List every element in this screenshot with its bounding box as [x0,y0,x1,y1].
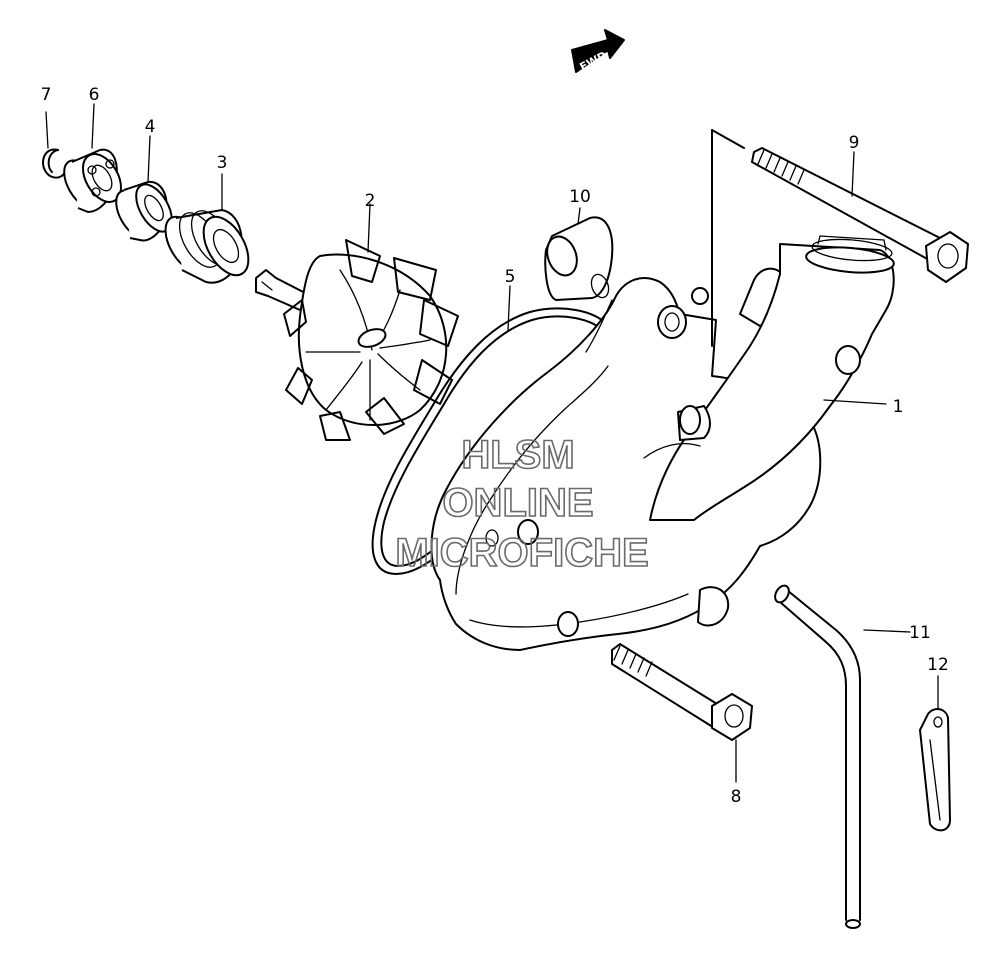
forward-arrow-icon: FWD [571,29,625,74]
dowel-pin-part [544,207,614,301]
callout-4: 4 [145,117,156,137]
watermark-line-3: MICROFICHE [395,531,648,575]
pump-body-part [430,129,895,651]
callout-7: 7 [41,85,52,105]
mechanical-seal-part [164,173,250,284]
circlip-part [42,111,67,179]
watermark-line-2: ONLINE [442,481,593,525]
bushing-part [115,135,173,242]
callout-11: 11 [909,623,931,643]
callout-1: 1 [893,397,904,417]
callout-10: 10 [569,187,591,207]
watermark: HLSM ONLINE MICROFICHE [395,432,650,576]
impeller-part [255,203,459,441]
callout-2: 2 [365,191,376,211]
callout-9: 9 [849,133,860,153]
callout-5: 5 [505,267,516,287]
callout-8: 8 [731,787,742,807]
hose-part [774,584,911,929]
callout-3: 3 [217,153,228,173]
watermark-line-1: HLSM [461,433,574,477]
clamp-part [919,675,951,832]
callout-12: 12 [927,655,949,675]
callout-6: 6 [89,85,100,105]
short-bolt-part [611,643,753,783]
ball-bearing-part [63,103,122,213]
long-bolt-part [751,147,969,283]
